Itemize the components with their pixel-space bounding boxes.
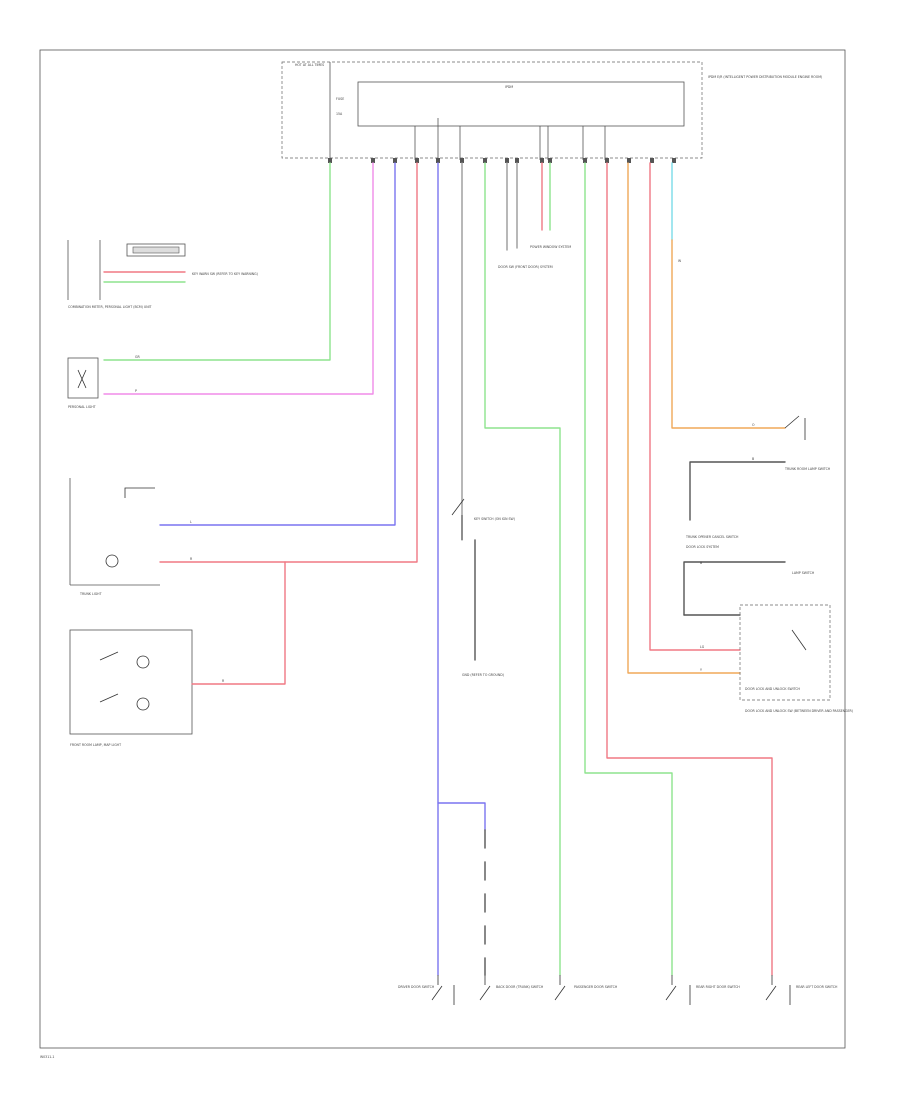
rear-right-door-switch-label: REAR RIGHT DOOR SWITCH <box>696 985 740 989</box>
wire-blue-trunk <box>159 162 396 526</box>
combination-meter: COMBINATION METER, PERSONAL LIGHT (BCM) … <box>67 240 258 309</box>
wire-code-w: W <box>678 259 682 263</box>
trunk-opener-label: TRUNK OPENER CANCEL SWITCH <box>685 535 739 539</box>
door-lock-note: DOOR LOCK SYSTEM <box>686 545 719 549</box>
top-fuse-block-label: HOT AT ALL TIMES <box>295 63 324 67</box>
wire-code-lg: LG <box>700 645 705 649</box>
key-switch: KEY SWITCH (ON IGN SW) GND (REFER TO GRO… <box>451 498 515 677</box>
wire-black-lamp-switch <box>683 561 786 616</box>
fuse-label: FUSE <box>336 97 344 101</box>
ipdm-side-label: IPDM E/R (INTELLIGENT POWER DISTRIBUTION… <box>708 75 822 79</box>
wire-pink-personal <box>103 162 374 395</box>
wire-orange-lock-unit <box>627 162 741 674</box>
wire-red-vanity <box>191 561 286 685</box>
wire-red-rear-left <box>606 162 773 976</box>
wire-green-personal <box>103 162 331 361</box>
door-switch-note: DOOR SW (FRONT DOOR) SYSTEM <box>498 265 553 269</box>
lamp-switch: LAMP SWITCH <box>792 571 815 575</box>
ipdm-inner-label: IPDM <box>505 85 513 89</box>
ipdm-block: HOT AT ALL TIMES IPDM FUSE 15A IPDM E/R … <box>281 61 822 160</box>
trunk-opener-switch: TRUNK OPENER CANCEL SWITCH DOOR LOCK SYS… <box>685 535 739 549</box>
wire-code-gr: GR <box>135 355 140 359</box>
wire-code-r-2: R <box>222 679 225 683</box>
wire-code-r: R <box>190 557 193 561</box>
ipdm-connector-pins <box>328 158 676 163</box>
vanity-light-label: FRONT ROOM LAMP, MAP LIGHT <box>70 743 121 747</box>
passenger-door-switch-label: PASSENGER DOOR SWITCH <box>574 985 618 989</box>
door-lock-unit-sub: DOOR LOCK AND UNLOCK SW (BETWEEN DRIVER … <box>745 709 853 713</box>
lamp-switch-label: LAMP SWITCH <box>792 571 815 575</box>
upper-left-box-label: COMBINATION METER, PERSONAL LIGHT (BCM) … <box>68 305 152 309</box>
fuse-amp-label: 15A <box>336 112 343 116</box>
trunk-room-switch-label: TRUNK ROOM LAMP SWITCH <box>784 467 831 471</box>
meter-chip <box>132 246 180 254</box>
wire-green-passenger <box>484 162 561 976</box>
back-door-switch-label: BACK DOOR (TRUNK) SWITCH <box>496 985 544 989</box>
wire-code-y: Y <box>700 668 702 672</box>
bottom-switches: DRIVER DOOR SWITCH BACK DOOR (TRUNK) SWI… <box>398 975 838 1005</box>
wire-black-trunk-opener <box>689 461 786 521</box>
vanity-light-unit: FRONT ROOM LAMP, MAP LIGHT <box>69 629 193 747</box>
key-warning-note: KEY WARN SW (REFER TO KEY WARNING) <box>192 272 258 276</box>
trunk-light-label: TRUNK LIGHT <box>79 592 102 596</box>
wire-codes: GR P L R R O B B LG Y W <box>135 259 755 683</box>
wire-blue-branch <box>437 802 486 831</box>
wire-red-trunk <box>159 162 418 563</box>
wire-green-rear-right <box>584 162 673 976</box>
key-switch-label: KEY SWITCH (ON IGN SW) <box>474 517 515 521</box>
wire-code-b-2: B <box>700 561 702 565</box>
wire-orange-trunk-switch <box>671 239 786 429</box>
diagram-frame <box>39 49 846 1049</box>
rear-left-door-switch-label: REAR LEFT DOOR SWITCH <box>796 985 838 989</box>
driver-door-switch-label: DRIVER DOOR SWITCH <box>398 985 435 989</box>
trunk-room-lamp-switch: TRUNK ROOM LAMP SWITCH <box>784 415 831 471</box>
door-lock-unit-label: DOOR LOCK AND UNLOCK SWITCH <box>745 687 801 691</box>
wires <box>103 162 786 976</box>
wire-code-b: B <box>752 457 754 461</box>
ground-note: GND (REFER TO GROUND) <box>462 673 504 677</box>
wire-code-o: O <box>752 423 755 427</box>
wire-red-lock-unit <box>649 162 741 651</box>
wire-code-l: L <box>190 520 192 524</box>
wire-code-pk: P <box>135 389 137 393</box>
personal-light: PERSONAL LIGHT <box>67 357 99 409</box>
trunk-light: TRUNK LIGHT <box>69 478 160 596</box>
door-lock-unit: DOOR LOCK AND UNLOCK SWITCH DOOR LOCK AN… <box>739 604 853 713</box>
power-window-note: POWER WINDOW SYSTEM <box>530 245 571 249</box>
personal-light-label: PERSONAL LIGHT <box>68 405 96 409</box>
page-id: W0311-1 <box>40 1055 54 1059</box>
